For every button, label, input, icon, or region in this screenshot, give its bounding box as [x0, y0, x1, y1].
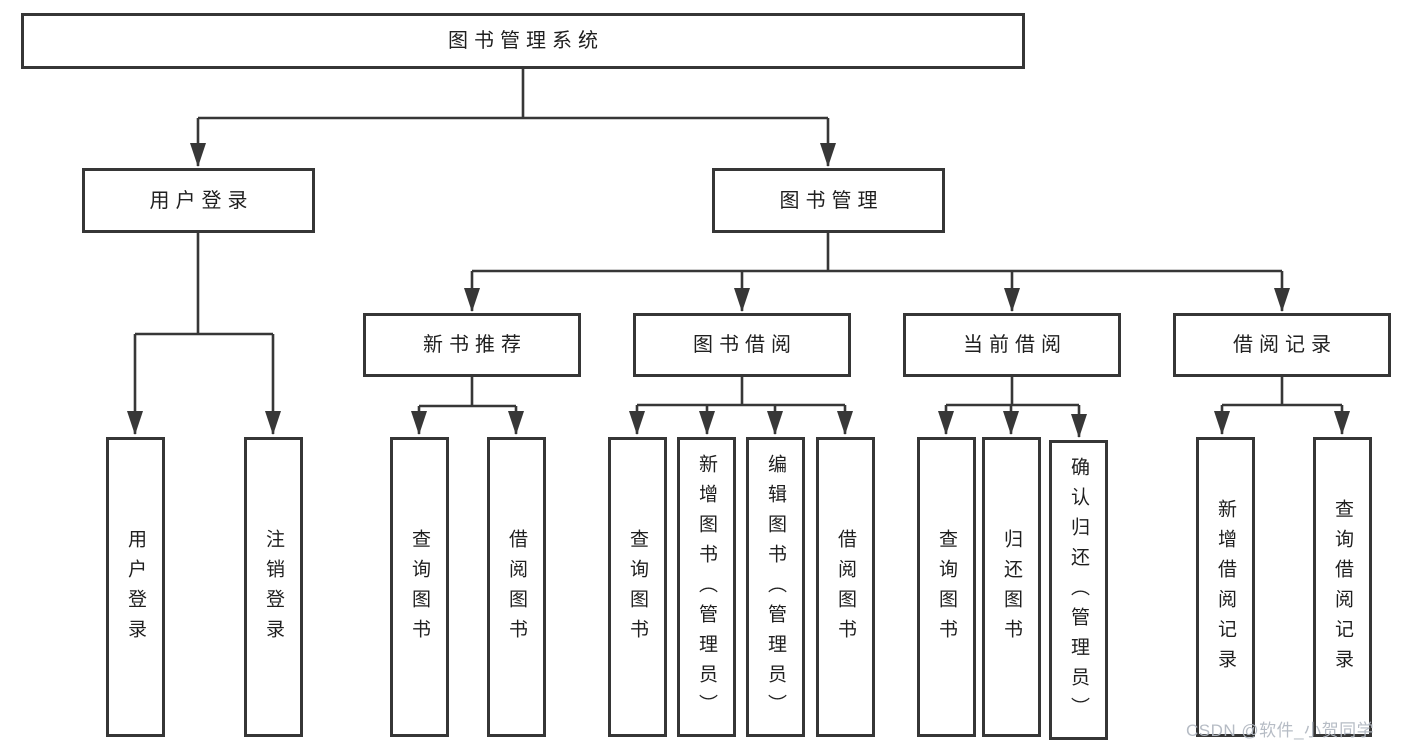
node-label: 图书管理: [779, 189, 884, 212]
leaf-borrow-books-recommend: 借阅图书: [487, 437, 546, 737]
node-label: 确认归还（管理员）: [1068, 457, 1089, 727]
node-label: 借阅记录: [1233, 334, 1337, 356]
node-label: 归还图书: [1001, 529, 1022, 649]
connector-arrows: [127, 118, 1350, 438]
leaf-borrow-books: 借阅图书: [816, 437, 875, 737]
leaf-query-books-borrow: 查询图书: [608, 437, 667, 737]
node-user-login: 用户登录: [82, 168, 315, 233]
node-label: 用户登录: [125, 529, 146, 649]
node-label: 借阅图书: [506, 529, 527, 649]
node-book-borrowing: 图书借阅: [633, 313, 851, 377]
node-label: 图书管理系统: [448, 30, 604, 52]
node-label: 编辑图书（管理员）: [765, 454, 786, 724]
leaf-return-books: 归还图书: [982, 437, 1041, 737]
leaf-add-books-admin: 新增图书（管理员）: [677, 437, 736, 737]
connector-segments: [135, 69, 1342, 408]
leaf-logout: 注销登录: [244, 437, 303, 737]
leaf-confirm-return-admin: 确认归还（管理员）: [1049, 440, 1108, 740]
leaf-add-borrow-record: 新增借阅记录: [1196, 437, 1255, 737]
leaf-query-borrow-record: 查询借阅记录: [1313, 437, 1372, 737]
leaf-edit-books-admin: 编辑图书（管理员）: [746, 437, 805, 737]
node-label: 新增图书（管理员）: [696, 454, 717, 724]
node-label: 新增借阅记录: [1215, 499, 1236, 679]
node-label: 查询图书: [627, 529, 648, 649]
leaf-query-books-current: 查询图书: [917, 437, 976, 737]
node-label: 新书推荐: [423, 334, 527, 356]
node-new-book-recommendation: 新书推荐: [363, 313, 581, 377]
node-label: 查询借阅记录: [1332, 499, 1353, 679]
node-label: 当前借阅: [963, 334, 1067, 356]
csdn-watermark: CSDN @软件_小贺同学: [1186, 721, 1375, 740]
node-label: 查询图书: [409, 529, 430, 649]
node-borrowing-records: 借阅记录: [1173, 313, 1391, 377]
leaf-user-login: 用户登录: [106, 437, 165, 737]
node-label: 查询图书: [936, 529, 957, 649]
node-label: 借阅图书: [835, 529, 856, 649]
node-root: 图书管理系统: [21, 13, 1025, 69]
node-book-management: 图书管理: [712, 168, 945, 233]
node-label: 注销登录: [263, 529, 284, 649]
node-label: 图书借阅: [693, 334, 797, 356]
leaf-query-books-recommend: 查询图书: [390, 437, 449, 737]
node-current-borrowing: 当前借阅: [903, 313, 1121, 377]
node-label: 用户登录: [149, 189, 254, 212]
